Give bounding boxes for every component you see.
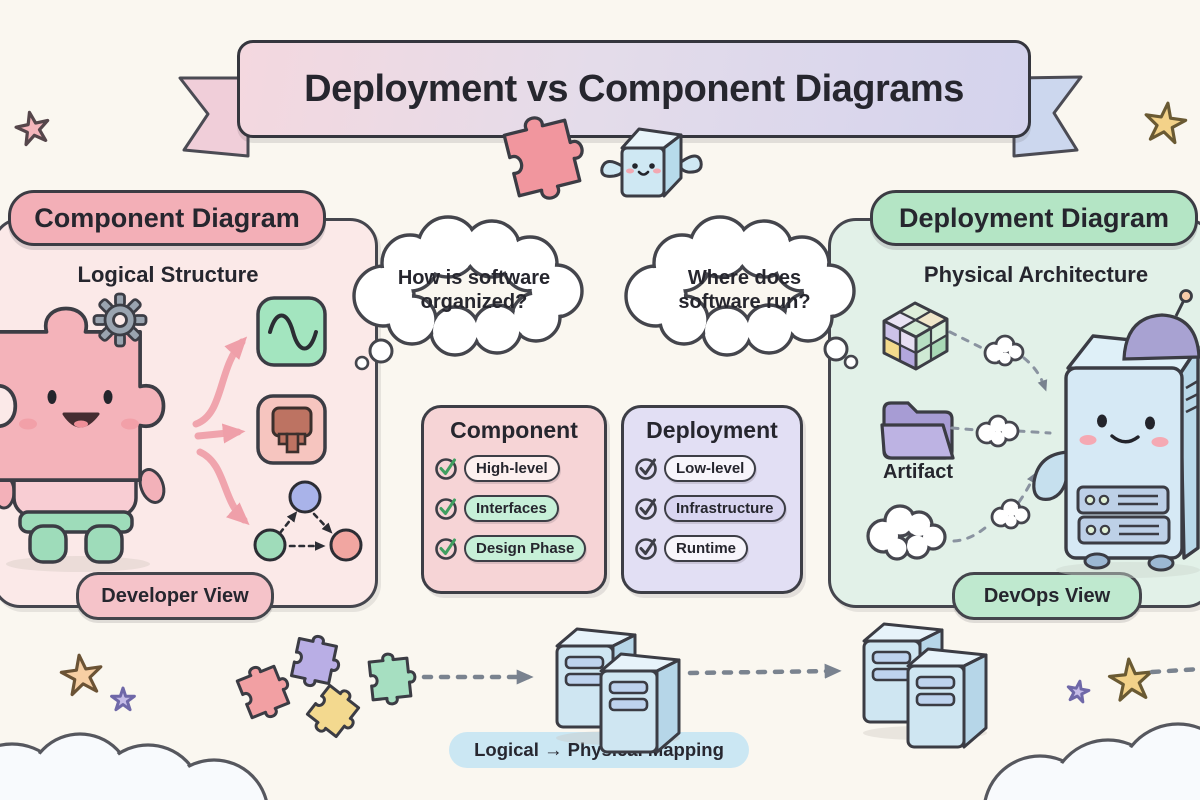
check-icon	[635, 498, 657, 520]
devops-view-badge: DevOps View	[952, 572, 1142, 620]
deployment-checklist-card: Deployment Low-level Infrastructure Runt…	[621, 405, 803, 594]
corner-cloud-bottom-left	[0, 732, 268, 800]
left-panel-subtitle: Logical Structure	[77, 262, 259, 287]
checklist-pill: Design Phase	[464, 534, 587, 562]
checklist-item: High-level	[433, 452, 604, 484]
check-icon	[635, 538, 657, 560]
checklist-pill: Runtime	[664, 534, 748, 562]
box-mascot	[600, 127, 703, 198]
deployment-card-title: Deployment	[646, 417, 778, 443]
thought-cloud-left-text: How is software organized?	[397, 267, 551, 314]
deployment-panel-title: Deployment Diagram	[898, 202, 1170, 233]
developer-view-label: Developer View	[101, 584, 249, 607]
checklist-item: Design Phase	[433, 532, 604, 564]
checklist-item: Infrastructure	[633, 492, 800, 524]
checklist-item: Runtime	[633, 532, 800, 564]
check-icon	[635, 458, 657, 480]
mapping-badge: Logical → Physical Mapping	[449, 732, 749, 768]
component-panel-title: Component Diagram	[34, 202, 300, 233]
check-icon	[435, 458, 457, 480]
artifact-label: Artifact	[882, 461, 953, 483]
devops-view-label: DevOps View	[983, 584, 1111, 607]
checklist-item: Low-level	[633, 452, 800, 484]
checklist-pill: Interfaces	[464, 494, 559, 522]
checklist-item: Interfaces	[433, 492, 604, 524]
right-panel-subtitle: Physical Architecture	[923, 262, 1149, 287]
corner-cloud-bottom-right	[983, 722, 1200, 800]
check-icon	[435, 498, 457, 520]
title-ribbon-banner: Deployment vs Component Diagrams	[237, 40, 1031, 138]
component-card-title: Component	[450, 417, 578, 443]
thought-cloud-right-text: Where does software run?	[678, 267, 811, 314]
checklist-pill: Low-level	[664, 454, 757, 482]
arrow-icon	[421, 663, 1200, 685]
component-panel-header: Component Diagram	[8, 190, 326, 246]
checklist-pill: Infrastructure	[664, 494, 786, 522]
check-icon	[435, 538, 457, 560]
checklist-pill: High-level	[464, 454, 560, 482]
mapping-label: Logical → Physical Mapping	[474, 739, 724, 760]
page-title: Deployment vs Component Diagrams	[304, 67, 964, 110]
puzzle-piece-icon	[233, 631, 419, 747]
component-checklist-card: Component High-level Interfaces Design P…	[421, 405, 607, 594]
developer-view-badge: Developer View	[76, 572, 274, 620]
deployment-panel-header: Deployment Diagram	[870, 190, 1198, 246]
